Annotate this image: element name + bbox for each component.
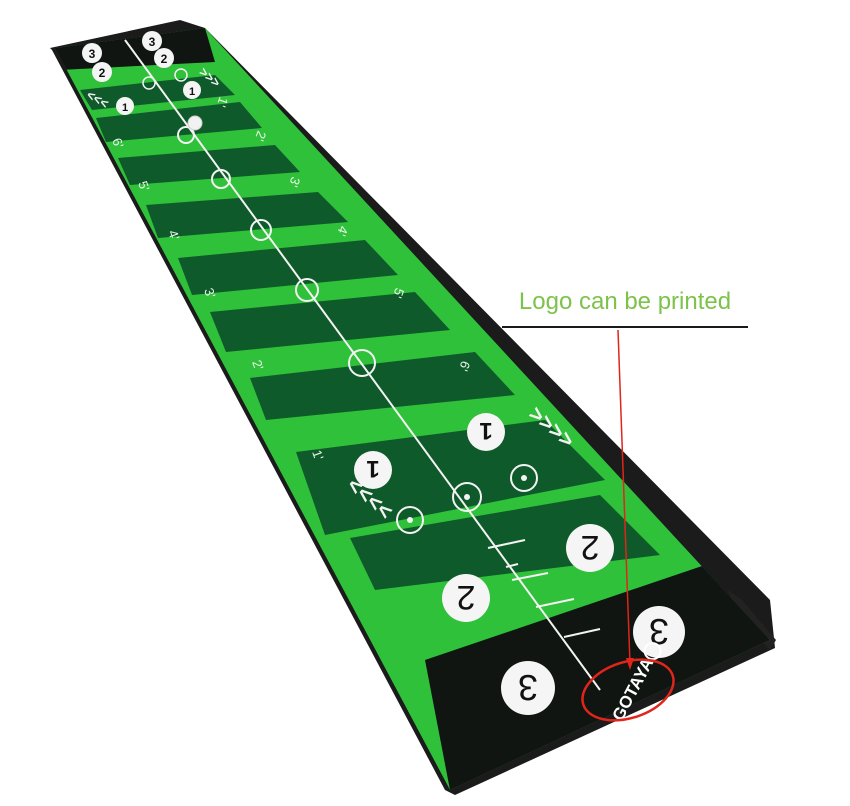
distance-mark-left: 6' (109, 136, 126, 150)
target-number: 3 (89, 47, 96, 61)
stripe-dark (146, 192, 348, 238)
stripe-dark (296, 420, 605, 535)
target-number: 3 (649, 611, 669, 652)
golf-ball (187, 115, 203, 131)
target-disc-3-near-left: 3 (501, 661, 555, 715)
target-disc-1-near-right: 1 (467, 413, 505, 451)
hole-ring (211, 169, 231, 189)
distance-mark-right: 6' (456, 359, 473, 373)
target-number: 1 (189, 86, 195, 98)
target-disc-1-far-left: 1 (116, 97, 134, 115)
target-number: 1 (366, 455, 379, 482)
hole-target (452, 482, 482, 512)
distance-mark-right: 4' (334, 224, 351, 238)
hole-target-dot (407, 517, 413, 523)
logo-highlight-ellipse (581, 658, 675, 722)
hole-ring (177, 126, 195, 144)
hole-target-dot (521, 475, 527, 481)
distance-mark-right: 3' (286, 175, 303, 189)
target-number: 3 (149, 35, 156, 49)
target-number: 2 (581, 528, 600, 566)
distance-mark-right: 2' (252, 129, 269, 143)
hole-ring (250, 219, 272, 241)
hole-ring (348, 349, 376, 377)
black-zone-near (425, 565, 770, 790)
callout-underline (502, 326, 748, 328)
callout-label: Logo can be printed (518, 288, 732, 315)
hole-ring (295, 278, 319, 302)
center-line (124, 39, 601, 691)
target-number: 2 (99, 66, 106, 80)
stripe-dark (350, 495, 660, 590)
target-number: 3 (518, 667, 538, 708)
target-disc-3-far-right: 3 (142, 31, 162, 51)
stripe-dark (96, 102, 262, 142)
target-disc-2-far-right: 2 (154, 48, 174, 68)
distance-mark-left: 3' (201, 286, 218, 300)
target-disc-2-near-right: 2 (566, 524, 614, 572)
distance-mark-right: 5' (390, 286, 407, 300)
distance-mark-left: 2' (249, 358, 266, 372)
hole-target-dot (464, 494, 470, 500)
target-disc-2-near-left: 2 (442, 574, 490, 622)
target-disc-1-near-left: 1 (354, 451, 392, 489)
target-disc-3-near-right: 3 (633, 606, 685, 658)
distance-mark-left: 5' (135, 179, 152, 193)
distance-mark-left: 4' (165, 228, 182, 242)
target-disc-1-far-right: 1 (183, 81, 201, 99)
distance-mark-left: 1' (309, 448, 326, 462)
hole-target-far (142, 76, 156, 90)
distance-mark-right: 1' (214, 95, 231, 109)
hole-target (510, 464, 538, 492)
target-disc-3-far-left: 3 (82, 43, 102, 63)
stripe-dark (250, 352, 515, 420)
callout-pointer-line (617, 329, 631, 665)
callout-pointer-arrowhead (626, 658, 634, 670)
stripe-dark (118, 145, 300, 185)
target-number: 2 (457, 578, 476, 616)
target-disc-2-far-left: 2 (92, 62, 112, 82)
tick-marks (487, 539, 601, 638)
target-number: 1 (122, 102, 128, 114)
stripe-dark (178, 240, 398, 295)
target-number: 1 (479, 417, 492, 444)
target-number: 2 (161, 52, 168, 66)
hole-target-far (174, 68, 188, 82)
hole-target (396, 506, 424, 534)
